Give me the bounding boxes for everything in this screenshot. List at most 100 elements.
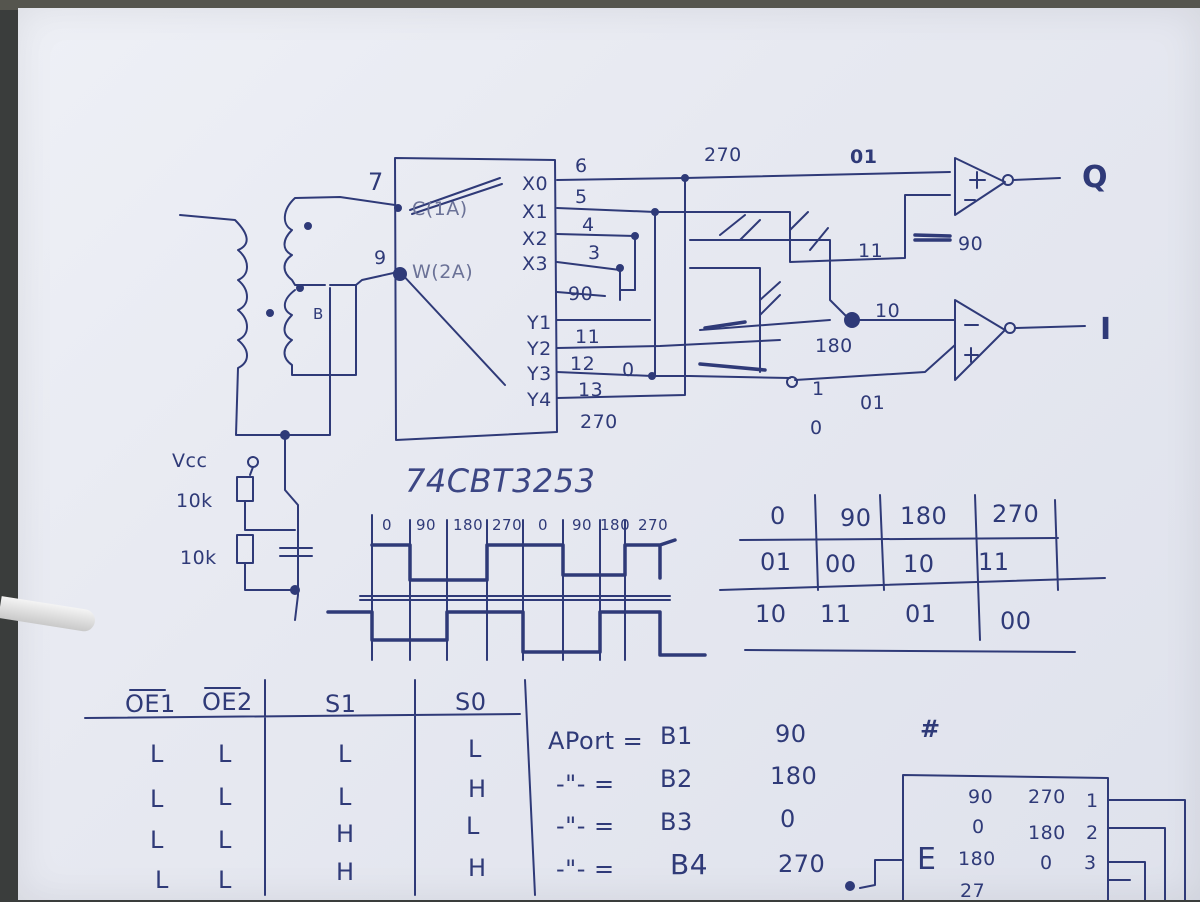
r1-label: 10k — [176, 490, 213, 512]
truth-cell: L — [218, 826, 232, 854]
y4-label: Y4 — [527, 389, 552, 411]
wire-label: 5 — [575, 186, 588, 208]
phase-cell: 00 — [1000, 607, 1032, 635]
output-q: Q — [1082, 160, 1109, 195]
wire-label: 90 — [568, 283, 594, 305]
timing-phase-label: 0 — [538, 516, 549, 534]
wire-label: 10 — [875, 300, 901, 322]
port-map-angle: 180 — [770, 762, 818, 790]
phase-header: 0 — [770, 502, 786, 530]
timing-phase-label: 90 — [572, 516, 593, 534]
phase-cell: 10 — [755, 600, 787, 628]
r2-label: 10k — [180, 547, 217, 569]
timing-phase-label: 270 — [492, 516, 523, 534]
encoder-cell: 3 — [1084, 852, 1097, 874]
wire-label: 270 — [580, 411, 618, 433]
truth-cell: L — [218, 740, 232, 768]
phase-header: 180 — [900, 502, 948, 530]
chip-body — [394, 157, 558, 441]
truth-cell: H — [468, 854, 487, 882]
x3-label: X3 — [522, 253, 549, 275]
truth-cell: L — [150, 785, 164, 813]
vcc-label: Vcc — [172, 450, 208, 472]
wire-label: 0 — [810, 417, 823, 439]
port-map-angle: 90 — [775, 720, 807, 748]
phase-header: 90 — [840, 504, 872, 532]
w-pin-label: W(2A) — [412, 261, 474, 283]
pin9-label: 9 — [374, 247, 387, 269]
encoder-cell: 270 — [1028, 786, 1066, 808]
wire-label: 11 — [575, 326, 601, 348]
dot-marker — [266, 309, 274, 317]
truth-cell: H — [336, 820, 355, 848]
phase-cell: 11 — [978, 548, 1010, 576]
y2-label: Y2 — [527, 338, 552, 360]
wire-label: 90 — [958, 233, 984, 255]
opamp-q — [954, 157, 1006, 216]
phase-cell: 01 — [905, 600, 937, 628]
truth-cell: L — [338, 783, 352, 811]
waveform-bottom — [326, 610, 707, 657]
truth-header: OE1 — [125, 690, 176, 718]
wire-label: 270 — [704, 144, 742, 166]
truth-header: S1 — [325, 690, 357, 718]
w-node — [393, 267, 407, 281]
y3-label: Y3 — [527, 363, 552, 385]
port-map-port: B1 — [660, 722, 693, 750]
paper-sheet — [18, 8, 1200, 900]
hash-mark: # — [920, 715, 941, 743]
waveform-top — [370, 538, 677, 582]
truth-header: OE2 — [202, 688, 253, 716]
truth-cell: L — [155, 866, 169, 894]
port-map-lhs: -"- = — [556, 855, 615, 883]
phase-cell: 11 — [820, 600, 852, 628]
wire-label: 3 — [588, 242, 601, 264]
port-map-port: B3 — [660, 808, 693, 836]
encoder-cell: 2 — [1086, 822, 1099, 844]
port-map-port: B4 — [670, 848, 709, 881]
wire-label: 11 — [858, 240, 884, 262]
encoder-cell: 1 — [1086, 790, 1099, 812]
truth-cell: H — [336, 858, 355, 886]
truth-cell: L — [466, 812, 480, 840]
truth-cell: L — [338, 740, 352, 768]
opamp-i — [954, 299, 1006, 381]
timing-phase-label: 180 — [600, 516, 631, 534]
wire-label: 01 — [850, 146, 878, 168]
encoder-cell: 180 — [1028, 822, 1066, 844]
wire-label: 0 — [622, 359, 635, 381]
timing-phase-label: 0 — [382, 516, 393, 534]
port-map-port: B2 — [660, 765, 693, 793]
phase-cell: 10 — [903, 550, 935, 578]
wire-label: 12 — [570, 353, 596, 375]
encoder-cell: 0 — [972, 816, 985, 838]
dot-marker — [296, 284, 304, 292]
output-i: I — [1100, 312, 1112, 347]
truth-cell: L — [468, 735, 482, 763]
truth-cell: L — [150, 826, 164, 854]
encoder-cell: 27 — [960, 880, 986, 902]
truth-cell: L — [218, 783, 232, 811]
x1-label: X1 — [522, 201, 549, 223]
pin7-label: 7 — [368, 168, 384, 196]
x0-label: X0 — [522, 173, 549, 195]
encoder-cell: 0 — [1040, 852, 1053, 874]
wire-label: 180 — [815, 335, 853, 357]
encoder-cell: 90 — [968, 786, 994, 808]
truth-header: S0 — [455, 688, 487, 716]
primary-coil — [179, 214, 331, 436]
b-label: B — [313, 305, 324, 323]
part-number: 74CBT3253 — [405, 462, 596, 500]
y1-label: Y1 — [527, 312, 552, 334]
port-map-lhs: APort = — [548, 727, 644, 755]
phase-cell: 00 — [825, 550, 857, 578]
phase-cell: 01 — [760, 548, 792, 576]
secondary-coil-b — [283, 287, 331, 376]
x2-label: X2 — [522, 228, 549, 250]
encoder-cell: 180 — [958, 848, 996, 870]
truth-cell: H — [468, 775, 487, 803]
phase-header: 270 — [992, 500, 1040, 528]
port-map-angle: 0 — [780, 805, 796, 833]
port-map-angle: 270 — [778, 850, 826, 878]
